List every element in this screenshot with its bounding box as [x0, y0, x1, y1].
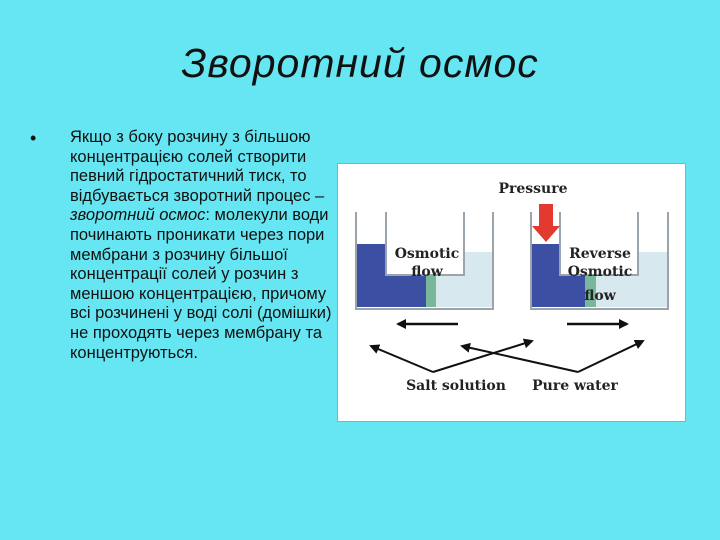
osmotic-flow-label-1: Osmotic [395, 246, 460, 262]
right-salt-bottom [560, 276, 585, 307]
pressure-arrow-head [532, 226, 560, 242]
left-water-region [436, 252, 492, 307]
pressure-label: Pressure [498, 181, 567, 197]
reverse-flow-label-2: Osmotic [568, 264, 633, 280]
bullet-text-part2: : молекули води починають проникати чере… [70, 206, 332, 362]
right-membrane [585, 276, 596, 307]
salt-pointer-right [432, 338, 534, 373]
right-water-region [596, 252, 667, 307]
osmosis-diagram: Osmotic flow Reverse Osmotic flow Pressu… [337, 163, 686, 422]
slide-title: Зворотний осмос [181, 40, 539, 86]
label-pointer-arrows [369, 338, 645, 373]
salt-pointer-left [369, 344, 434, 373]
left-membrane [426, 276, 436, 307]
pressure-arrow-shaft [539, 204, 553, 226]
reverse-flow-label-1: Reverse [569, 246, 631, 262]
bullet-text-emphasis: зворотний осмос [70, 206, 206, 225]
bullet-symbol: • [30, 128, 37, 148]
salt-solution-label: Salt solution [406, 378, 506, 394]
left-u-tube: Osmotic flow [355, 212, 494, 329]
osmotic-flow-label-2: flow [411, 264, 444, 280]
left-salt-column [357, 244, 386, 307]
water-pointer-right [577, 339, 645, 373]
osmosis-diagram-svg: Osmotic flow Reverse Osmotic flow Pressu… [355, 181, 669, 394]
left-salt-bottom [386, 276, 426, 307]
pure-water-label: Pure water [532, 378, 618, 394]
right-u-tube: Reverse Osmotic flow Pressure [498, 181, 669, 329]
reverse-flow-label-3: flow [584, 288, 617, 304]
right-salt-column [532, 244, 560, 307]
bullet-paragraph: Якщо з боку розчину з більшою концентрац… [70, 128, 332, 363]
water-pointer-left [460, 342, 579, 373]
bullet-text-part1: Якщо з боку розчину з більшою концентрац… [70, 128, 325, 205]
